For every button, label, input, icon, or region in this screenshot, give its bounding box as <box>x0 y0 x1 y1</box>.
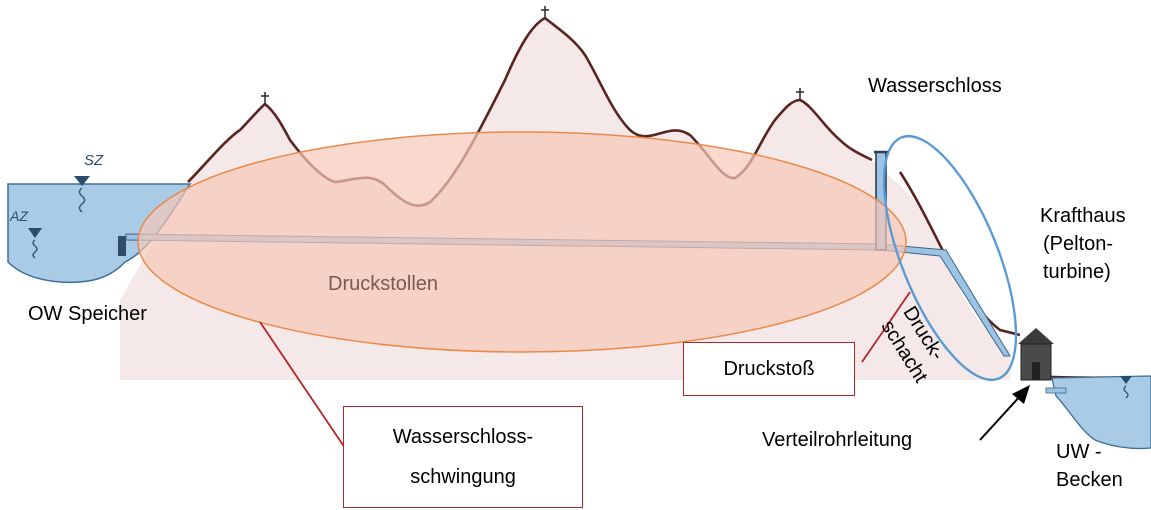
krafthaus-label: Krafthaus <box>1040 204 1126 229</box>
storage-level-label: SZ <box>84 152 103 171</box>
intake-structure <box>118 236 126 256</box>
uw-becken-label-line2: Becken <box>1056 468 1123 493</box>
wasserschloss-schwingung-callout: Wasserschloss- schwingung <box>343 406 583 508</box>
uw-becken-label-line1: UW - <box>1056 440 1102 465</box>
druckstoss-callout-text: Druckstoß <box>723 358 814 381</box>
tailrace-pipe <box>1046 388 1066 393</box>
schwingung-line2: schwingung <box>410 457 516 497</box>
summit-cross-icon <box>796 88 804 100</box>
power-house <box>1018 328 1054 380</box>
druckstollen-label: Druckstollen <box>328 272 438 297</box>
summit-cross-icon <box>541 6 549 19</box>
pelton-label-line2: turbine) <box>1043 260 1111 285</box>
lowering-level-label: AZ <box>10 208 28 226</box>
schwingung-line1: Wasserschloss- <box>393 417 533 457</box>
lower-basin-water <box>1052 376 1151 449</box>
summit-cross-icon <box>261 92 269 104</box>
distribution-pipe-arrow <box>980 385 1030 440</box>
druckstoss-callout: Druckstoß <box>683 342 855 396</box>
wasserschloss-label: Wasserschloss <box>868 74 1002 99</box>
surge-oscillation-zone <box>138 132 906 352</box>
ow-speicher-label: OW Speicher <box>28 302 147 327</box>
verteilrohrleitung-label: Verteilrohrleitung <box>762 428 912 453</box>
pelton-label-line1: (Pelton- <box>1043 232 1113 257</box>
